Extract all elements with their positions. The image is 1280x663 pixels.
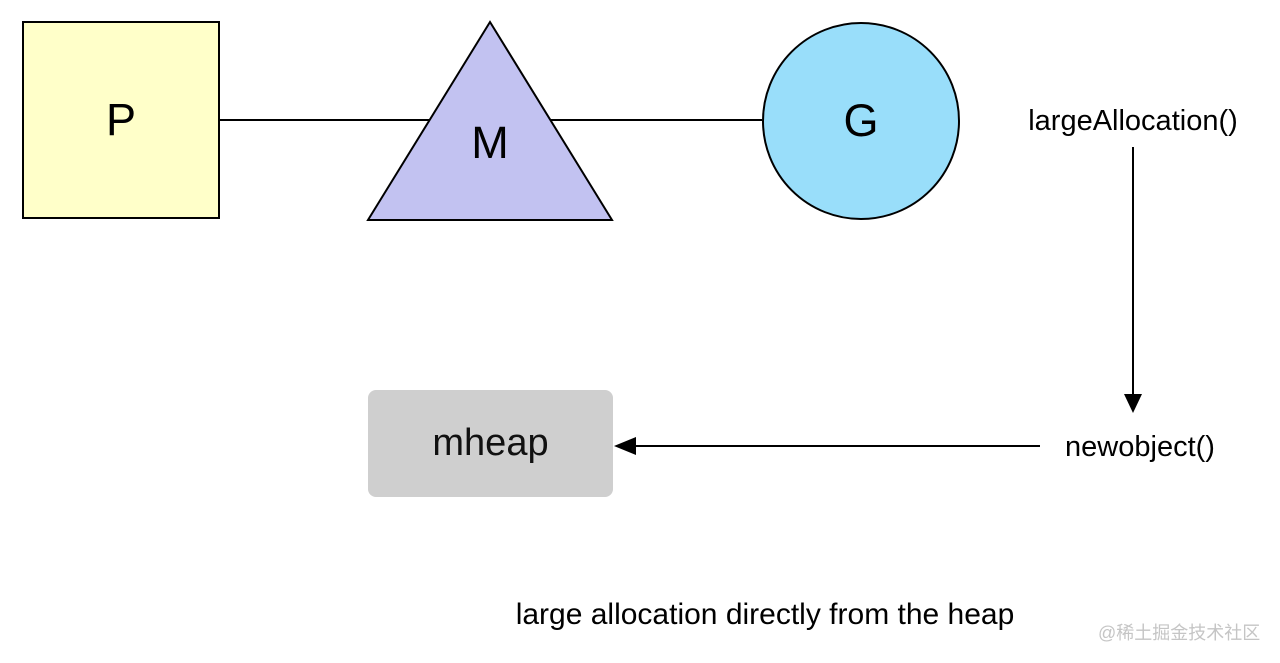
node-g-label: G (843, 95, 879, 146)
watermark-text: @稀土掘金技术社区 (1098, 623, 1261, 643)
arrow-down-head-icon (1124, 394, 1142, 413)
newobject-annotation: newobject() (1065, 431, 1215, 463)
arrow-large-allocation-to-newobject-line (1132, 147, 1134, 397)
node-m-triangle-shape (366, 20, 614, 221)
node-g-circle: G (762, 22, 960, 220)
node-mheap-label: mheap (432, 422, 549, 464)
node-mheap-box: mheap (368, 390, 613, 497)
large-allocation-annotation: largeAllocation() (1028, 105, 1238, 137)
diagram-caption: large allocation directly from the heap (515, 598, 1015, 631)
node-p-label: P (105, 94, 136, 145)
node-m-label: M (471, 117, 509, 168)
arrow-left-head-icon (614, 437, 636, 455)
node-p-square: P (22, 21, 220, 219)
node-m-triangle (366, 20, 614, 221)
arrow-newobject-to-mheap-line (636, 445, 1040, 447)
